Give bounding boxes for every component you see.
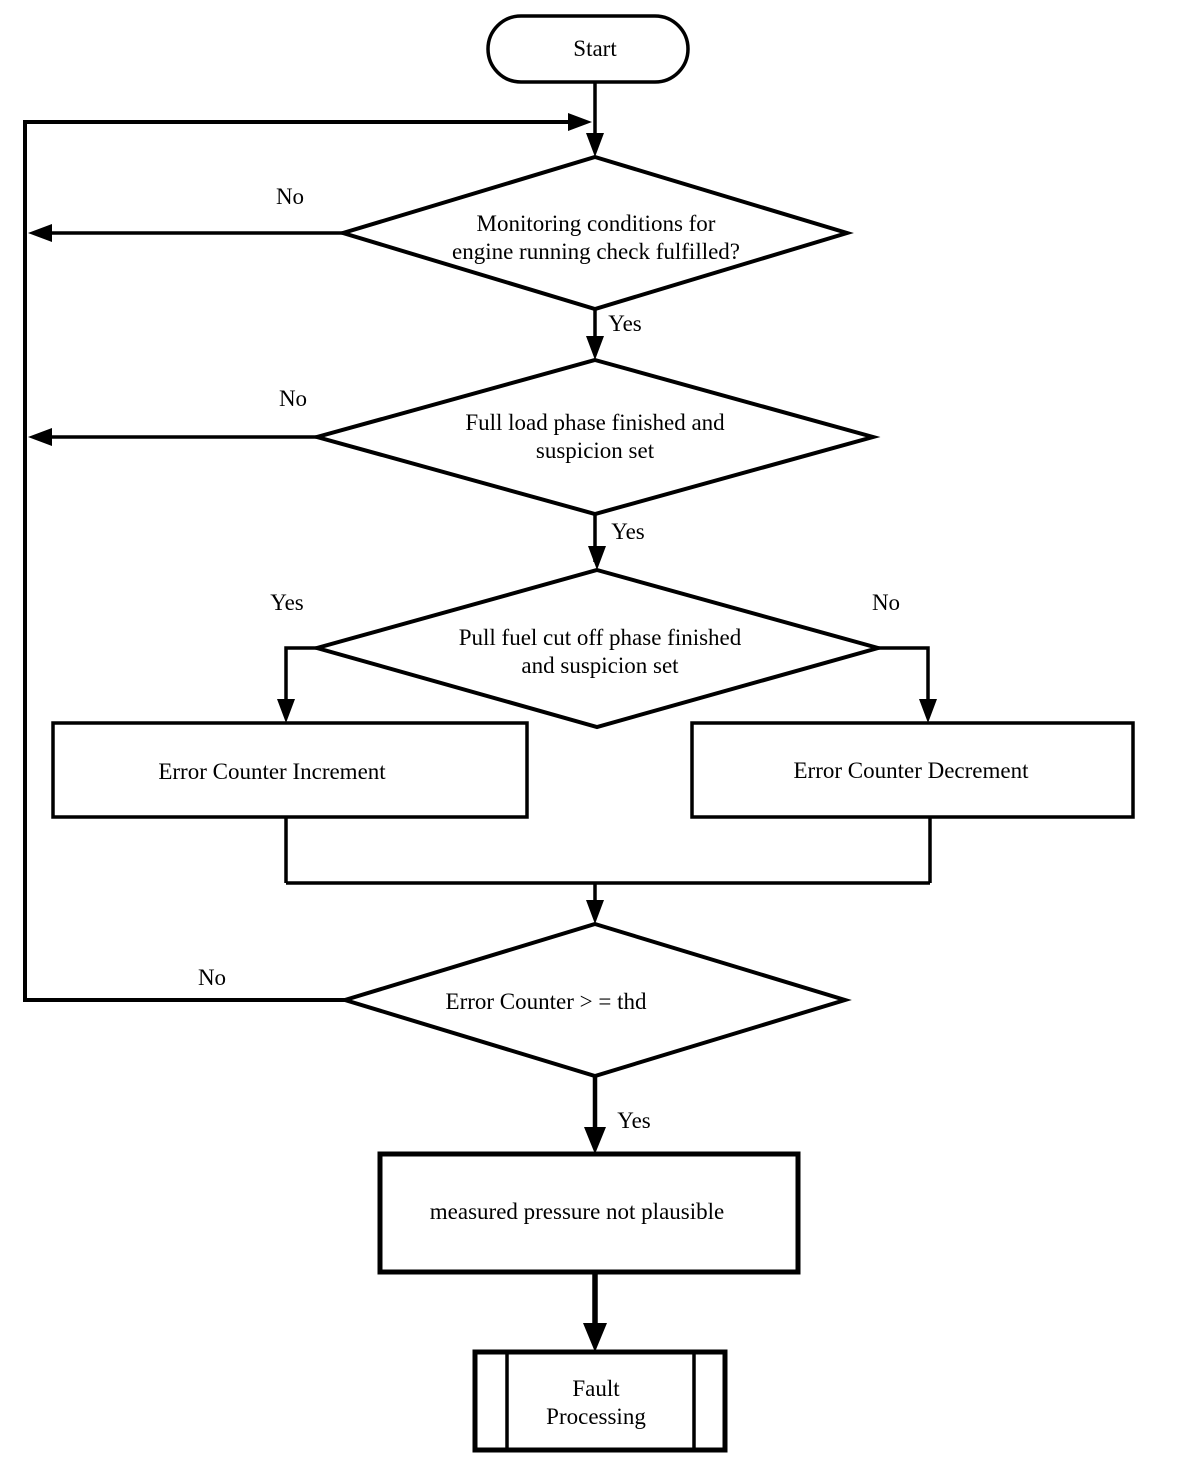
feedback-arrowhead-right <box>568 113 592 131</box>
decision-2-label: Full load phase finished and suspicion s… <box>465 409 725 463</box>
edge-d4-no-feedback-line <box>23 120 570 1002</box>
arrowhead-into-d1 <box>586 133 604 157</box>
arrowhead-into-mp <box>584 1127 606 1154</box>
decision-3-shape <box>309 567 886 730</box>
arrowhead-into-d2 <box>586 336 604 360</box>
edge-label-d1-yes: Yes <box>608 311 642 336</box>
arrowhead-into-inc <box>277 699 295 723</box>
error-counter-increment-shape <box>51 721 529 819</box>
arrowhead-into-dec <box>919 699 937 723</box>
decision-4-shape <box>338 921 852 1079</box>
fault-processing-label: Fault Processing <box>546 1375 646 1429</box>
edge-label-d4-no: No <box>197 965 227 990</box>
arrowhead-into-fp <box>583 1323 607 1352</box>
decision-1-shape <box>336 154 854 312</box>
edge-label-d1-no: No <box>275 184 305 209</box>
edge-label-d3-yes: Yes <box>270 590 304 615</box>
decision-3-label: Pull fuel cut off phase finished and sus… <box>458 624 742 678</box>
arrowhead-d2-no <box>28 428 52 446</box>
start-terminator-shape <box>486 14 690 84</box>
decision-1-label: Monitoring conditions for engine running… <box>451 210 741 264</box>
measured-pressure-shape <box>377 1151 801 1275</box>
edge-label-d2-no: No <box>278 386 308 411</box>
edge-label-d4-yes: Yes <box>617 1108 651 1133</box>
start-label: Start <box>573 35 617 61</box>
arrowhead-d1-no <box>28 224 52 242</box>
arrowhead-into-d3 <box>588 546 606 570</box>
edge-d3-yes <box>284 646 317 716</box>
decision-4-label: Error Counter > = thd <box>445 988 647 1014</box>
arrowhead-into-d4 <box>586 900 604 924</box>
edge-d3-no <box>878 646 930 716</box>
edge-label-d3-no: No <box>871 590 901 615</box>
error-counter-decrement-label: Error Counter Decrement <box>793 757 1029 783</box>
error-counter-decrement-shape <box>690 721 1135 819</box>
decision-2-shape <box>309 357 881 517</box>
fault-processing-shape <box>472 1349 728 1453</box>
edge-label-d2-yes: Yes <box>611 519 645 544</box>
measured-pressure-label: measured pressure not plausible <box>429 1198 725 1224</box>
error-counter-increment-label: Error Counter Increment <box>158 758 386 784</box>
